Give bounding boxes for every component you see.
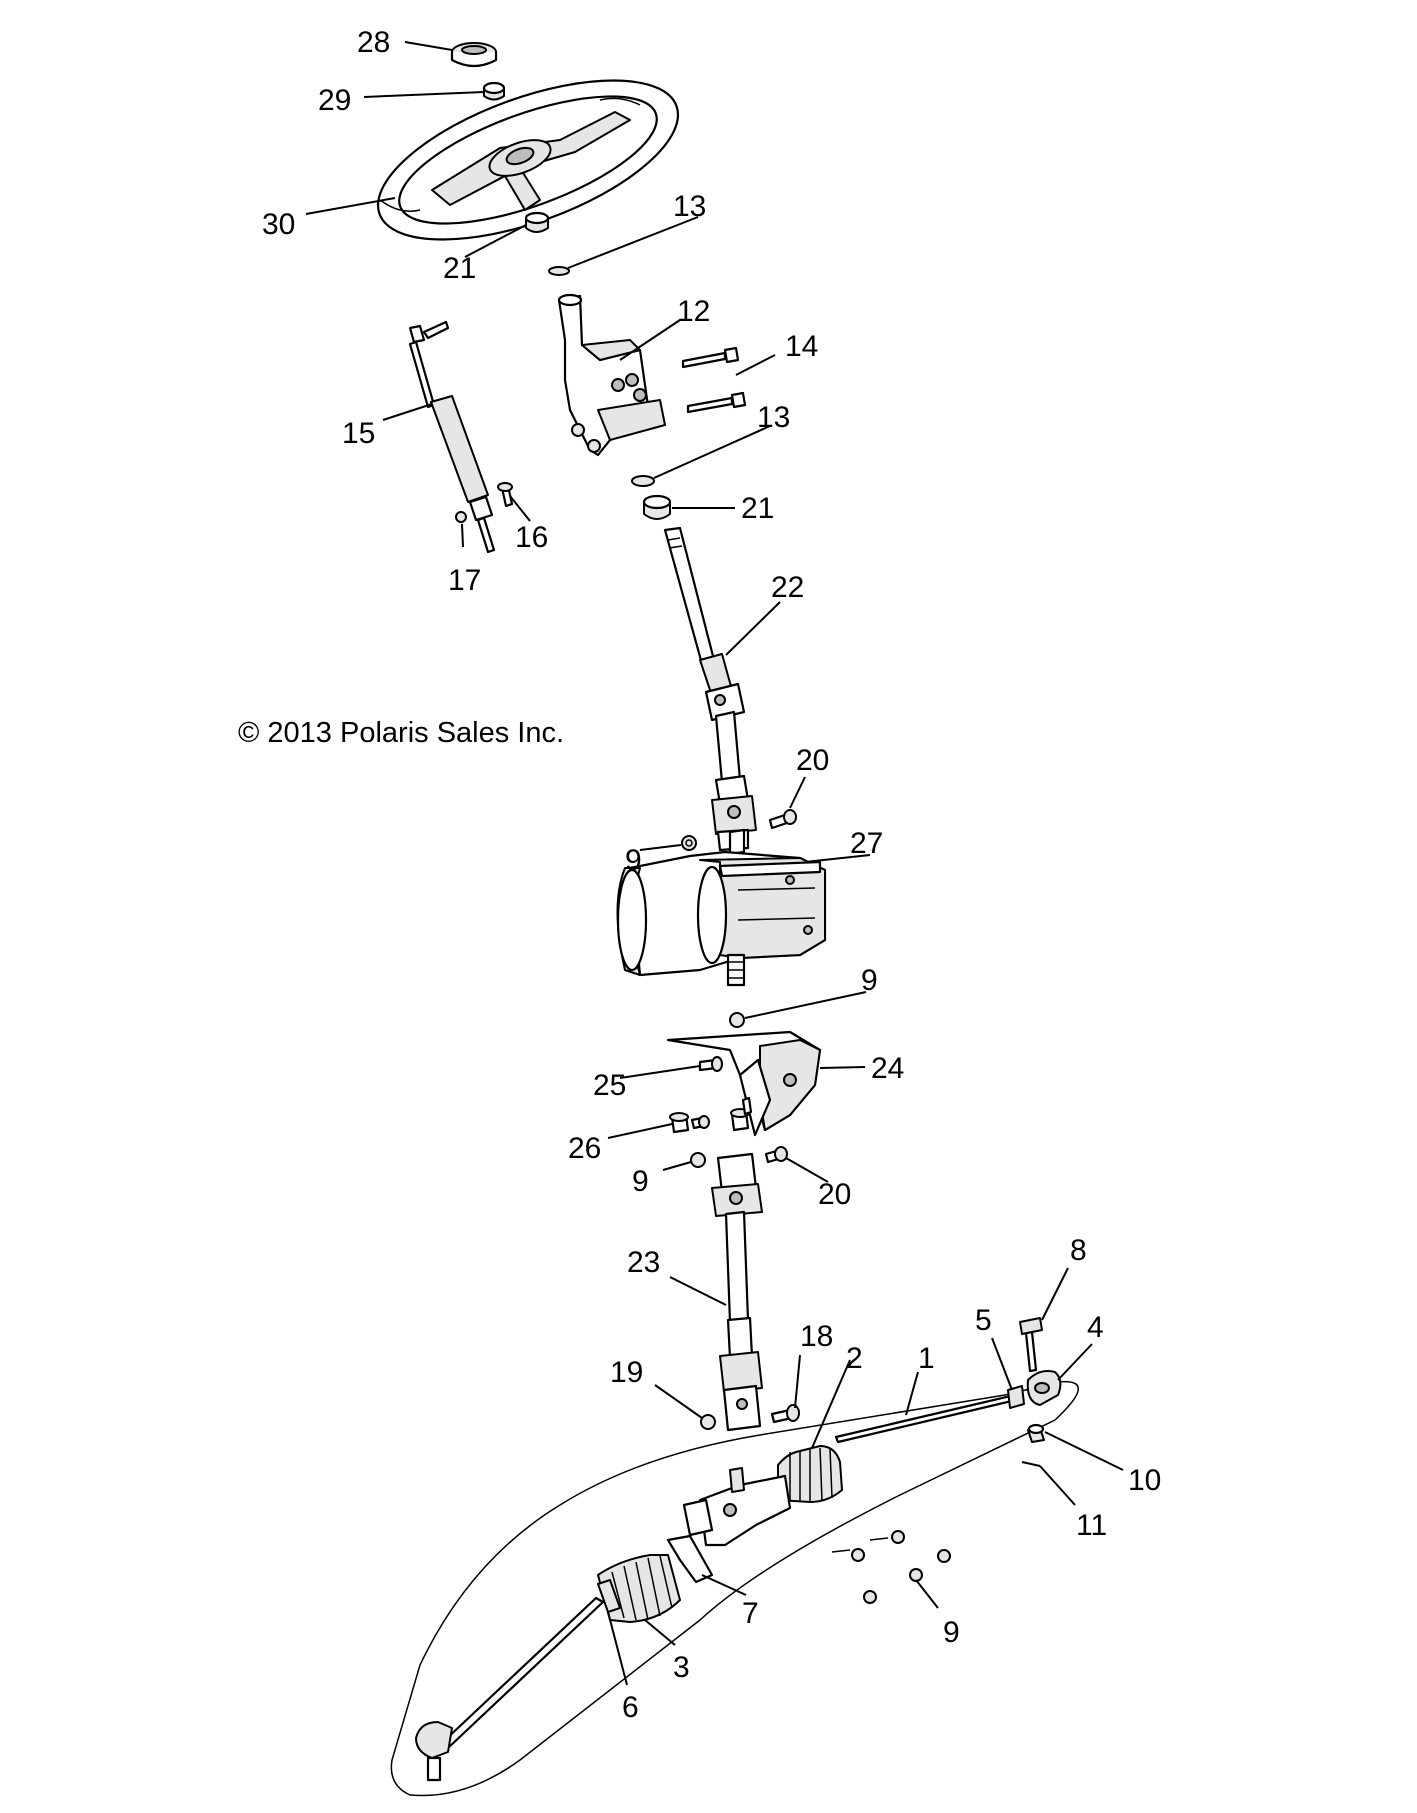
rack-mount-nuts <box>831 1530 951 1604</box>
washer-lower <box>631 475 655 487</box>
callout-2: 2 <box>846 1342 863 1375</box>
callout-5: 5 <box>975 1304 992 1337</box>
callout-7: 7 <box>742 1597 759 1630</box>
copyright-notice: © 2013 Polaris Sales Inc. <box>238 717 564 749</box>
lower-steering-shaft <box>711 1152 763 1432</box>
callout-3: 3 <box>673 1651 690 1684</box>
gas-spring <box>408 320 496 554</box>
bushing-upper <box>524 211 550 233</box>
callouts: 28 29 30 21 13 12 14 15 13 21 16 17 22 2… <box>262 26 1161 1724</box>
callout-22: 22 <box>771 571 804 604</box>
callout-27: 27 <box>850 827 883 860</box>
jam-nut-left <box>597 1579 621 1613</box>
callout-24: 24 <box>871 1052 904 1085</box>
callout-23: 23 <box>627 1246 660 1279</box>
callout-9-c: 9 <box>632 1165 649 1198</box>
callout-16: 16 <box>515 521 548 554</box>
callout-21-upper: 21 <box>443 252 476 285</box>
callout-14: 14 <box>785 330 818 363</box>
callout-8: 8 <box>1070 1234 1087 1267</box>
tie-rod-stud-bolt <box>1019 1317 1043 1373</box>
callout-4: 4 <box>1087 1311 1104 1344</box>
pinch-bolt-upper <box>768 809 797 830</box>
callout-20-lower: 20 <box>818 1178 851 1211</box>
callout-9-d: 9 <box>943 1616 960 1649</box>
callout-25: 25 <box>593 1069 626 1102</box>
pivot-bolts <box>681 346 747 414</box>
nut-9a <box>681 835 697 851</box>
callout-1: 1 <box>918 1342 935 1375</box>
steering-cap <box>450 42 498 68</box>
callout-9-b: 9 <box>861 964 878 997</box>
callout-9-a: 9 <box>625 844 642 877</box>
nut-9b <box>729 1012 745 1028</box>
callout-21-lower: 21 <box>741 492 774 525</box>
tie-rod-left <box>415 1596 605 1782</box>
steering-wheel <box>376 79 680 241</box>
nut-9c <box>690 1152 706 1168</box>
callout-17: 17 <box>448 564 481 597</box>
tilt-bracket <box>557 293 666 457</box>
upper-steering-shaft <box>663 526 757 852</box>
callout-11: 11 <box>1076 1509 1107 1542</box>
eps-mount-bracket <box>666 1030 822 1137</box>
callout-18: 18 <box>800 1320 833 1353</box>
callout-10: 10 <box>1128 1464 1161 1497</box>
bracket-bolts-26 <box>669 1096 753 1134</box>
callout-12: 12 <box>677 295 710 328</box>
gas-spring-bolt <box>497 482 514 508</box>
callout-19: 19 <box>610 1356 643 1389</box>
callout-15: 15 <box>342 417 375 450</box>
leader-lines <box>305 41 1124 1686</box>
bracket-nuts <box>571 423 601 453</box>
gas-spring-nut <box>455 511 467 523</box>
callout-6: 6 <box>622 1691 639 1724</box>
castle-nut <box>1027 1423 1045 1443</box>
callout-13-lower: 13 <box>757 401 790 434</box>
eps-unit <box>616 828 827 987</box>
steering-nut <box>482 81 506 101</box>
steering-rack <box>682 1393 1018 1547</box>
rack-clamp <box>666 1534 714 1584</box>
rack-outline-group <box>390 1380 1079 1797</box>
washer-upper <box>548 266 570 276</box>
callout-13-upper: 13 <box>673 190 706 223</box>
tie-rod-right <box>1007 1370 1062 1409</box>
callout-30: 30 <box>262 208 295 241</box>
callout-28: 28 <box>357 26 390 59</box>
cotter-pin <box>1021 1461 1041 1467</box>
callout-20-upper: 20 <box>796 744 829 777</box>
bushing-lower <box>642 494 672 520</box>
callout-29: 29 <box>318 84 351 117</box>
bracket-bolt-25 <box>698 1056 723 1072</box>
pinch-bolt-18 <box>770 1404 800 1424</box>
nut-19 <box>700 1414 716 1430</box>
pinch-bolt-lower <box>764 1146 788 1164</box>
callout-26: 26 <box>568 1132 601 1165</box>
